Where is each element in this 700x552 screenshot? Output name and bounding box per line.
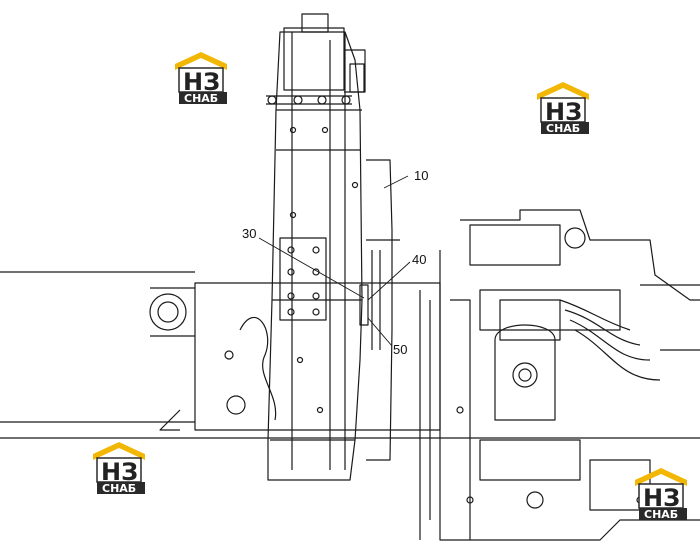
fan-shroud: [366, 159, 400, 461]
callout-50: 50: [393, 342, 407, 357]
svg-text:СНАБ: СНАБ: [184, 92, 218, 105]
watermark-logo: НЗ СНАБ: [537, 82, 589, 135]
radiator-column: [267, 31, 363, 481]
top-tank: [266, 13, 366, 105]
callout-10: 10: [414, 168, 428, 183]
svg-text:НЗ: НЗ: [101, 458, 138, 486]
leader-lines: [258, 175, 411, 347]
mounting-bracket: [279, 237, 369, 326]
watermark-logo: НЗ СНАБ: [175, 52, 227, 105]
watermark-logo: НЗ СНАБ: [93, 442, 145, 495]
svg-text:СНАБ: СНАБ: [102, 482, 136, 495]
svg-text:НЗ: НЗ: [545, 98, 582, 126]
callout-40: 40: [412, 252, 426, 267]
svg-text:СНАБ: СНАБ: [546, 122, 580, 135]
watermark-logos: НЗ СНАБ НЗ СНАБ НЗ СНАБ НЗ СНАБ: [93, 52, 687, 521]
svg-text:НЗ: НЗ: [183, 68, 220, 96]
main-frame: [0, 271, 700, 439]
svg-text:СНАБ: СНАБ: [644, 508, 678, 521]
watermark-logo: НЗ СНАБ: [635, 468, 687, 521]
callout-30: 30: [242, 226, 256, 241]
engine-block: [419, 209, 700, 541]
svg-text:НЗ: НЗ: [643, 484, 680, 512]
